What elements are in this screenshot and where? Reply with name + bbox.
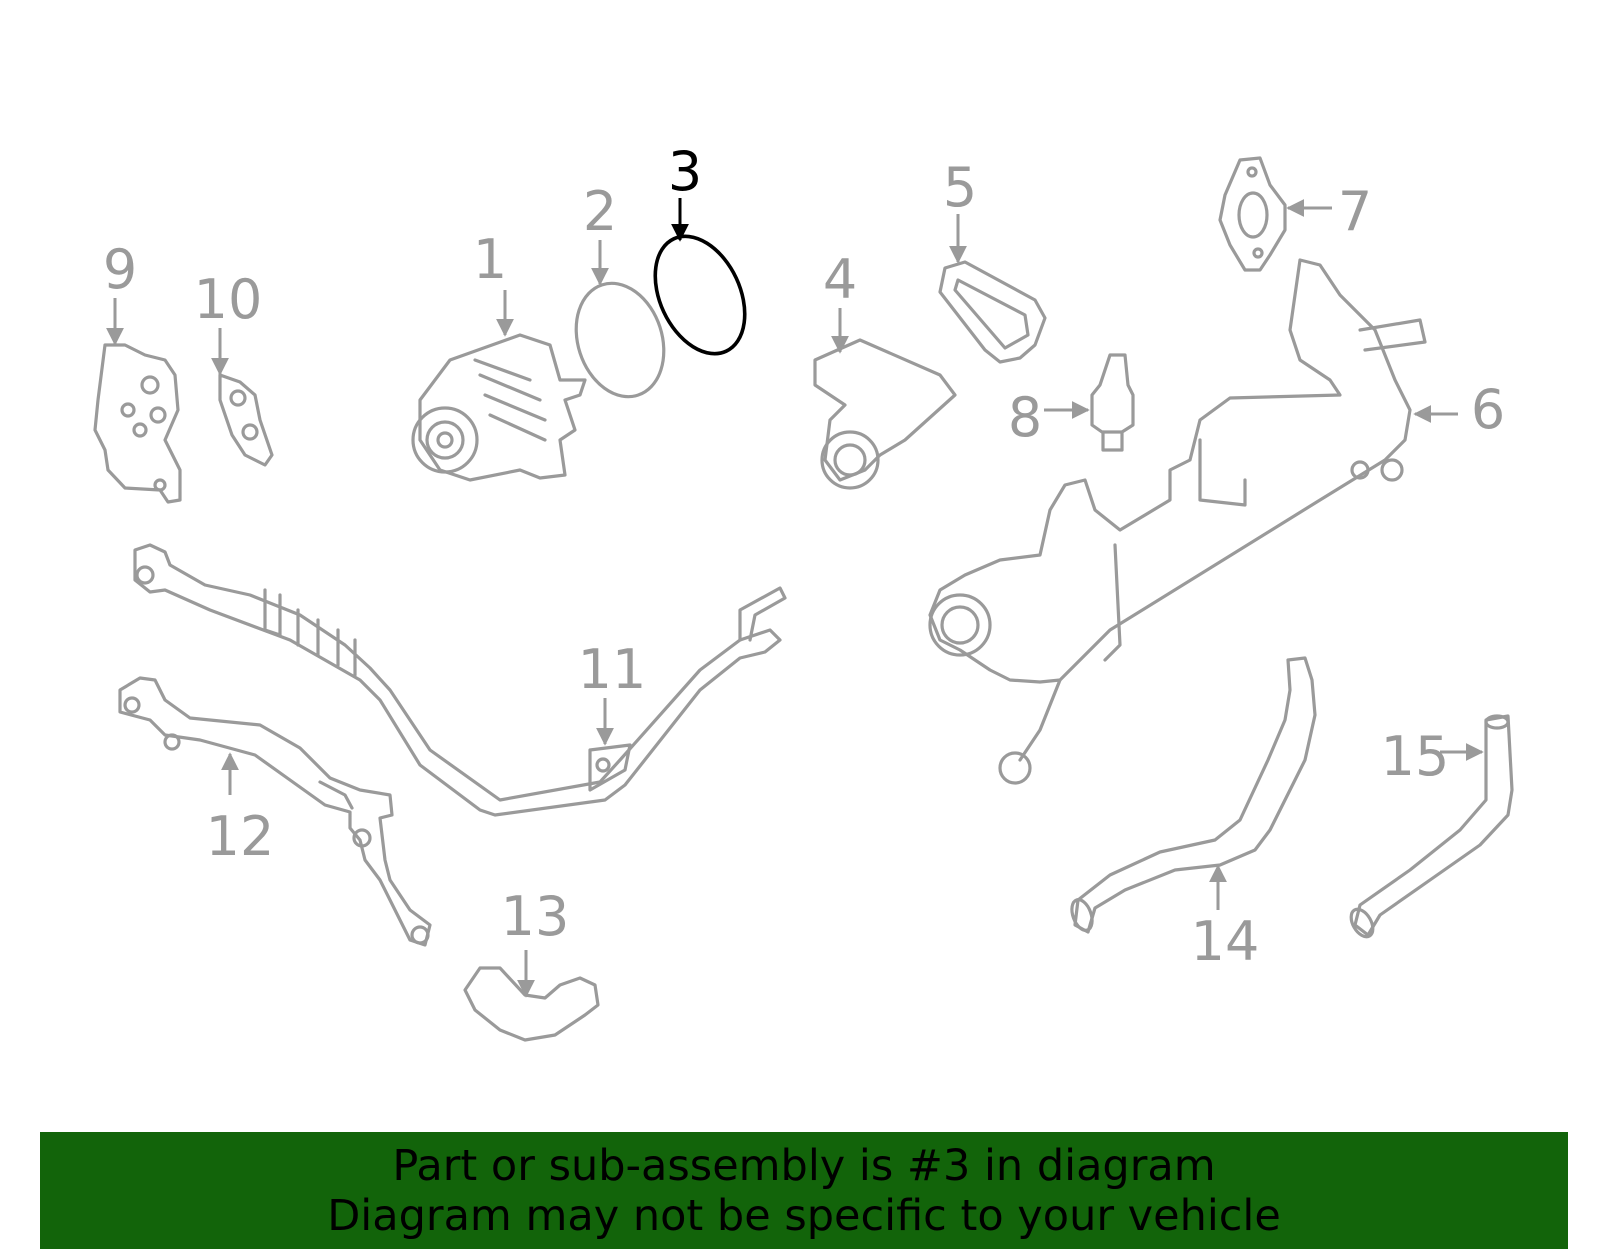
callout-3: 3 xyxy=(668,140,702,203)
part-15-hose[interactable]: 15 xyxy=(1347,714,1514,940)
part-7-gasket[interactable]: 7 xyxy=(1218,156,1372,272)
callout-10: 10 xyxy=(194,268,263,331)
info-banner: Part or sub-assembly is #3 in diagram Di… xyxy=(40,1132,1568,1249)
callout-14: 14 xyxy=(1191,910,1260,973)
banner-line-1: Part or sub-assembly is #3 in diagram xyxy=(392,1140,1216,1191)
callout-13: 13 xyxy=(501,885,570,948)
callout-8: 8 xyxy=(1008,386,1042,449)
part-5-gasket[interactable]: 5 xyxy=(938,156,1047,364)
callout-4: 4 xyxy=(823,248,857,311)
banner-line-2: Diagram may not be specific to your vehi… xyxy=(327,1190,1281,1241)
callout-11: 11 xyxy=(578,638,647,701)
part-8-sensor[interactable]: 8 xyxy=(1008,353,1135,452)
part-14-hose[interactable]: 14 xyxy=(1068,656,1317,973)
callout-7: 7 xyxy=(1338,180,1372,243)
part-9-bracket[interactable]: 9 xyxy=(93,238,182,504)
part-11-water-pipe[interactable]: 11 xyxy=(133,543,787,817)
part-13-hose[interactable]: 13 xyxy=(463,885,600,1042)
callout-12: 12 xyxy=(206,805,275,868)
part-12-water-pipe[interactable]: 12 xyxy=(118,676,432,947)
callout-9: 9 xyxy=(103,238,137,301)
part-3-o-ring[interactable]: 3 xyxy=(638,140,763,368)
part-4-thermostat-housing[interactable]: 4 xyxy=(813,248,957,490)
callout-5: 5 xyxy=(943,156,977,219)
part-2-gasket[interactable]: 2 xyxy=(562,180,678,408)
callout-2: 2 xyxy=(583,180,617,243)
part-1-water-pump[interactable]: 1 xyxy=(411,228,587,482)
callout-15: 15 xyxy=(1381,725,1450,788)
part-6-water-outlet[interactable]: 6 xyxy=(928,258,1505,785)
callout-6: 6 xyxy=(1471,378,1505,441)
parts-diagram: 1 2 3 4 5 6 xyxy=(93,140,1514,1042)
part-10-gasket[interactable]: 10 xyxy=(194,268,274,467)
callout-1: 1 xyxy=(473,228,507,291)
